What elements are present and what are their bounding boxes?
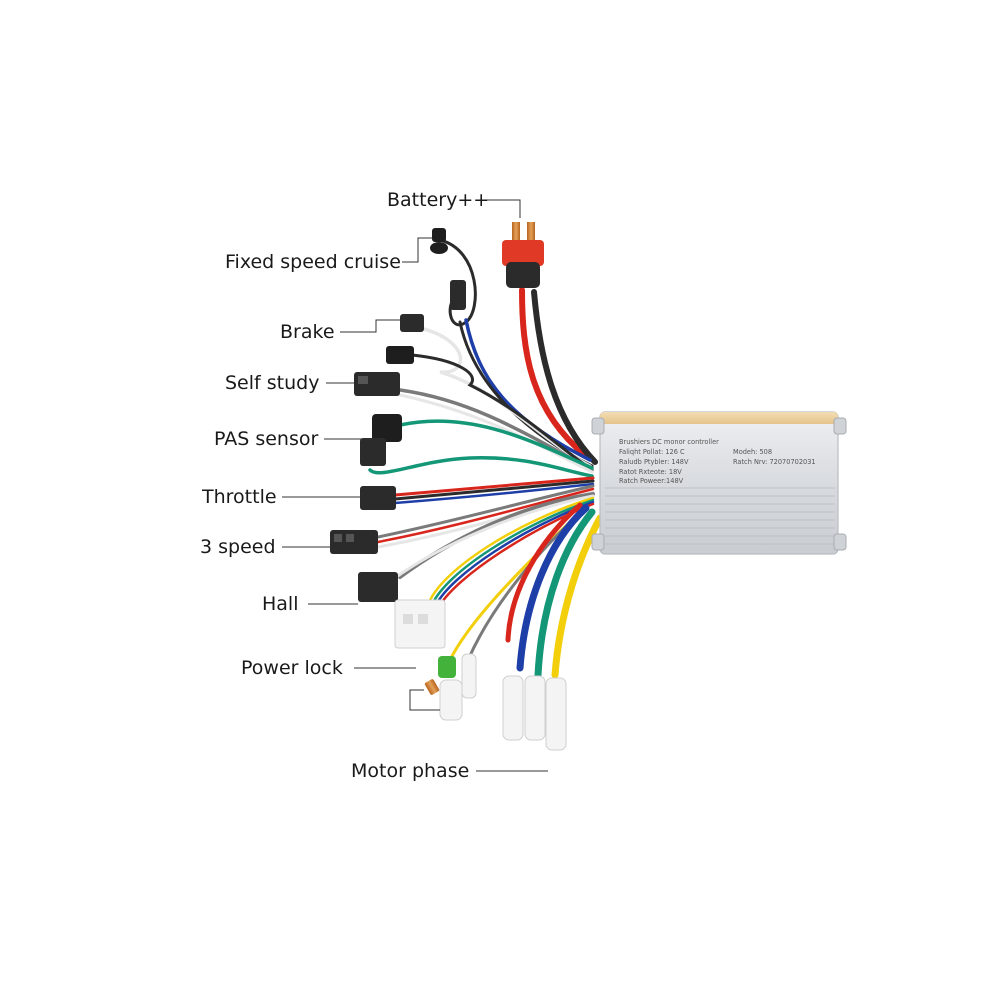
cruise-leader: [402, 237, 432, 263]
label-motor-phase: Motor phase: [351, 760, 470, 782]
motor-wire-yellow: [551, 514, 604, 679]
label-brake: Brake: [280, 321, 335, 343]
throttle-wire-red: [393, 476, 595, 497]
controller-spec-4: Ratch Poweer:148V: [619, 477, 684, 485]
self-study-wire-white: [398, 393, 594, 474]
battery-wire-red: [519, 287, 588, 458]
pas-connector: [360, 414, 402, 466]
label-hall: Hall: [262, 593, 299, 615]
battery-connector: [502, 222, 544, 288]
pas-wire-green: [398, 419, 594, 470]
hall-plug-wire-yellow: [426, 496, 595, 607]
pas-wire-green2: [368, 456, 594, 478]
controller-spec-2: Raludb Ptybler: 148V: [619, 458, 689, 466]
label-three-speed: 3 speed: [200, 536, 276, 558]
motor-wire-green: [534, 508, 596, 679]
hall-connector: [358, 572, 446, 649]
controller-batch: Ratch Nrv: 72070702031: [733, 458, 816, 466]
power-lock-connector: [424, 653, 477, 721]
three-speed-connector: [330, 530, 378, 554]
hall-plug-wire-green: [430, 498, 595, 607]
motor-wire-blue: [516, 504, 590, 672]
power-lock-leader-2: [409, 689, 440, 711]
brake-wire-white: [418, 326, 592, 468]
label-self-study: Self study: [225, 372, 320, 394]
throttle-wire-black: [393, 479, 595, 501]
controller-spec-3: Ratot Rxteote: 18V: [619, 468, 682, 476]
cruise-connector: [430, 228, 466, 310]
throttle-connector: [360, 486, 396, 510]
label-pas-sensor: PAS sensor: [214, 428, 319, 450]
label-battery: Battery++: [387, 189, 490, 211]
controller-model: Modeh: 508: [733, 448, 772, 456]
brake-connector: [386, 314, 424, 364]
battery-leader: [484, 199, 521, 218]
hall-plug-wire-blue: [434, 500, 595, 607]
leader-lines: [282, 199, 548, 772]
battery-wire-black: [531, 289, 598, 465]
power-lock-wire-grey: [466, 516, 577, 662]
controller-box: Brushiers DC monor controller Faliqht Po…: [591, 411, 847, 555]
motor-phase-connectors: [502, 675, 567, 751]
motor-wire-red: [505, 502, 583, 643]
label-throttle: Throttle: [202, 486, 277, 508]
controller-title: Brushiers DC monor controller: [619, 438, 719, 446]
controller-fins: [605, 487, 835, 545]
label-power-lock: Power lock: [241, 657, 343, 679]
wire-harness: [368, 238, 604, 679]
brake-wire-black: [410, 353, 594, 472]
speed-wire-red: [376, 487, 595, 544]
brake-leader: [340, 319, 400, 333]
controller-spec-1: Faliqht Pollat: 126 C: [619, 448, 685, 456]
label-fixed-speed-cruise: Fixed speed cruise: [225, 251, 401, 273]
hall-wire-white: [390, 494, 595, 582]
self-study-connector: [354, 372, 400, 396]
cruise-wire-blue: [464, 318, 592, 462]
throttle-wire-blue: [393, 482, 595, 505]
speed-wire-grey: [376, 484, 595, 539]
